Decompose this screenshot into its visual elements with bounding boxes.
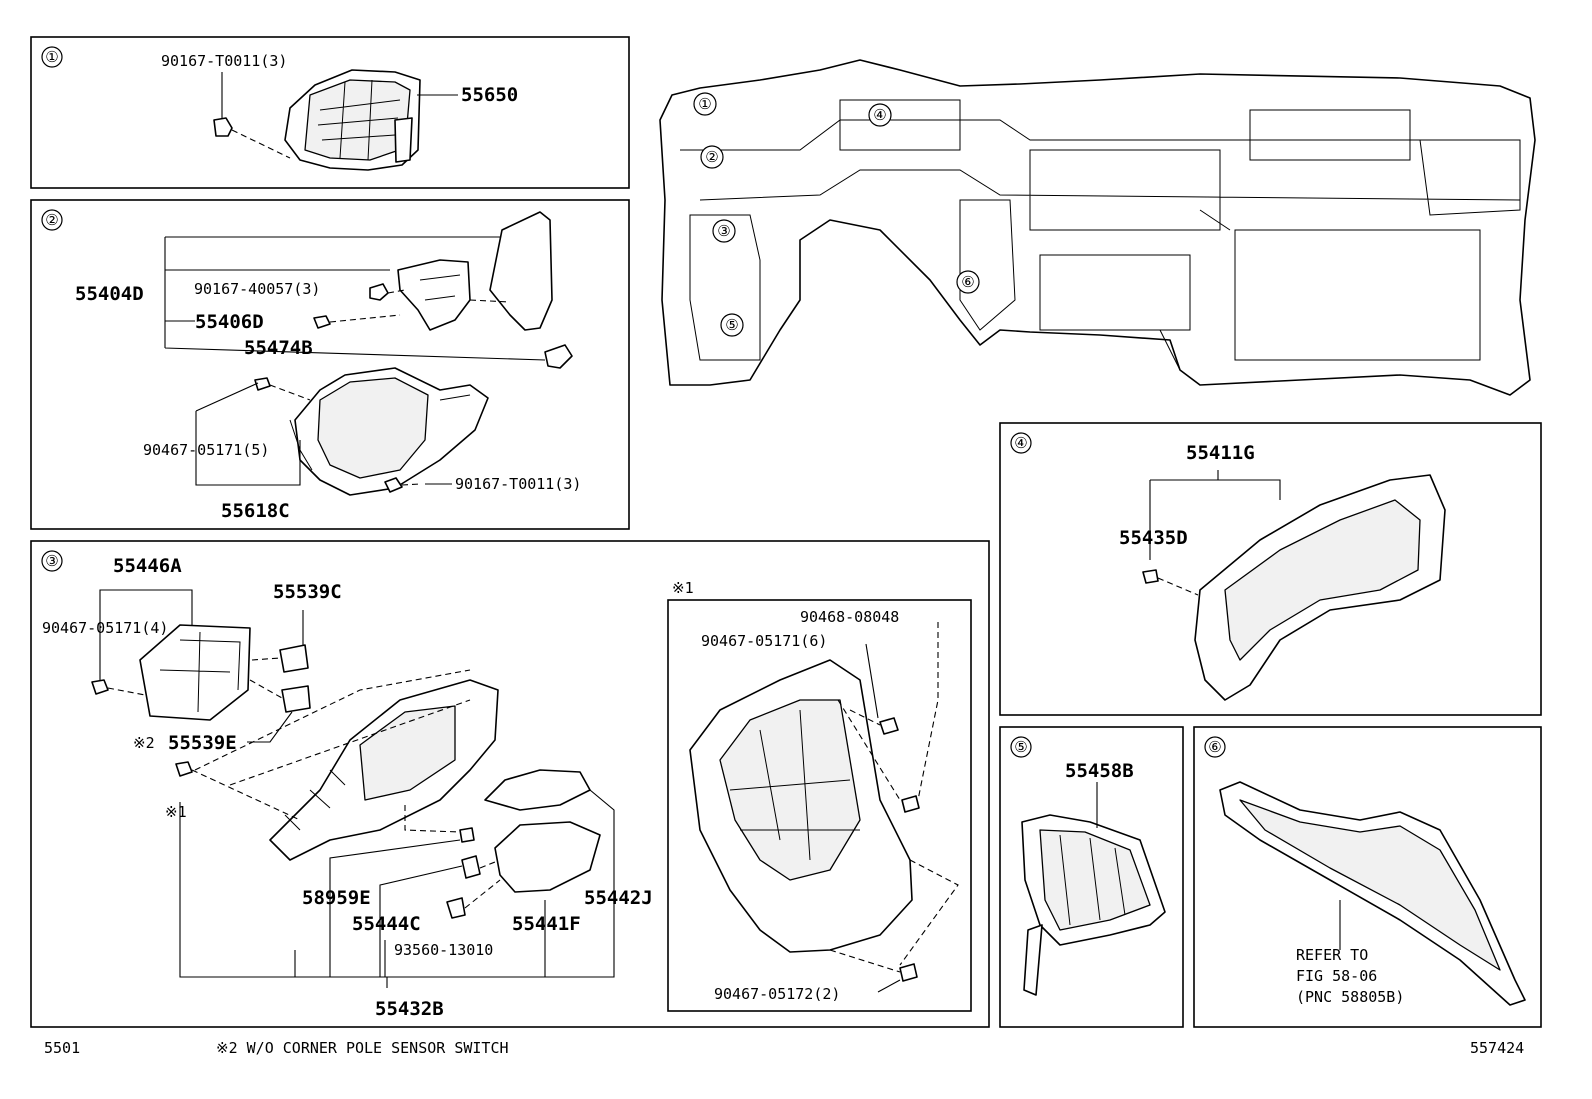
section-2-panel: ② 55404D 90167-40057(3) 55406D 55474B 90… bbox=[30, 199, 630, 530]
section-1-number: ① bbox=[45, 48, 58, 66]
svg-text:③: ③ bbox=[717, 222, 730, 240]
section-circle-icon bbox=[41, 46, 63, 68]
section-6-number: ⑥ bbox=[1208, 738, 1221, 756]
svg-text:④: ④ bbox=[873, 106, 886, 124]
section-6-panel: ⑥ REFER TO FIG 58-06 (PNC 58805B) bbox=[1193, 726, 1542, 1028]
section-circle-icon bbox=[1204, 736, 1226, 758]
footer-note: ※2 W/O CORNER POLE SENSOR SWITCH bbox=[216, 1039, 509, 1057]
part-label: 55432B bbox=[375, 998, 444, 1020]
trim-pieces-drawing bbox=[313, 211, 573, 369]
part-label: 90468-08048 bbox=[800, 608, 899, 626]
inset-panel-drawing bbox=[689, 659, 920, 982]
meter-hood-drawing bbox=[1142, 474, 1446, 701]
svg-text:⑥: ⑥ bbox=[961, 273, 974, 291]
instrument-panel-reinforcement-drawing bbox=[659, 59, 1536, 396]
part-label: 58959E bbox=[302, 887, 371, 909]
footer-left-code: 5501 bbox=[44, 1039, 80, 1057]
reference-mark: ※1 bbox=[165, 803, 187, 821]
part-label: 55404D bbox=[75, 283, 144, 305]
section-circle-icon bbox=[41, 550, 63, 572]
part-label: 90167-40057(3) bbox=[194, 280, 320, 298]
part-label: 55435D bbox=[1119, 527, 1188, 549]
section-2-number: ② bbox=[45, 211, 58, 229]
footer-right-code: 557424 bbox=[1470, 1039, 1524, 1057]
refer-text: FIG 58-06 bbox=[1296, 967, 1377, 985]
section-circle-icon bbox=[41, 209, 63, 231]
part-label: 55458B bbox=[1065, 760, 1134, 782]
under-cover-drawing bbox=[1021, 814, 1166, 996]
section-circle-icon bbox=[1010, 736, 1032, 758]
refer-text: (PNC 58805B) bbox=[1296, 988, 1404, 1006]
part-label: 90167-T0011(3) bbox=[455, 475, 581, 493]
part-label: 55444C bbox=[352, 913, 421, 935]
part-label: 55406D bbox=[195, 311, 264, 333]
side-panel-drawing bbox=[1219, 781, 1526, 1006]
refer-text: REFER TO bbox=[1296, 946, 1368, 964]
bracket-part-drawing bbox=[91, 624, 311, 721]
section-circle-icon bbox=[1010, 432, 1032, 454]
part-label: 55618C bbox=[221, 500, 290, 522]
part-label: 55442J bbox=[584, 887, 653, 909]
section-3-number: ③ bbox=[45, 552, 58, 570]
svg-text:①: ① bbox=[698, 95, 711, 113]
section-4-number: ④ bbox=[1014, 434, 1027, 452]
part-label: 90467-05171(5) bbox=[143, 441, 269, 459]
section-1-panel: ① 90167-T0011(3) 55650 bbox=[30, 36, 630, 189]
switch-part-drawing bbox=[284, 69, 421, 171]
section-5-panel: ⑤ 55458B bbox=[999, 726, 1184, 1028]
part-label: 90167-T0011(3) bbox=[161, 52, 287, 70]
inset-reference-mark: ※1 bbox=[672, 579, 694, 597]
part-label: 55539C bbox=[273, 581, 342, 603]
part-label: 90467-05172(2) bbox=[714, 985, 840, 1003]
part-label: 90467-05171(6) bbox=[701, 632, 827, 650]
part-label: 55539E bbox=[168, 732, 237, 754]
lower-panel-drawing bbox=[254, 367, 489, 496]
frame-markers: ① ② ④ ③ ⑥ ⑤ bbox=[693, 92, 980, 337]
part-label: 55411G bbox=[1186, 442, 1255, 464]
part-label: 55474B bbox=[244, 337, 313, 359]
damper-parts-drawing bbox=[446, 769, 601, 919]
section-5-number: ⑤ bbox=[1014, 738, 1027, 756]
part-label: 90467-05171(4) bbox=[42, 619, 168, 637]
glove-box-drawing bbox=[175, 679, 499, 861]
inset-box bbox=[667, 599, 972, 1012]
note-mark: ※2 bbox=[133, 734, 155, 752]
part-label: 55446A bbox=[113, 555, 182, 577]
section-4-panel: ④ 55411G 55435D bbox=[999, 422, 1542, 716]
section-3-panel: ③ 55446A bbox=[30, 540, 990, 1028]
part-label: 93560-13010 bbox=[394, 941, 493, 959]
svg-text:⑤: ⑤ bbox=[725, 316, 738, 334]
part-label: 55441F bbox=[512, 913, 581, 935]
part-label: 55650 bbox=[461, 84, 518, 106]
svg-text:②: ② bbox=[705, 148, 718, 166]
clip-part-drawing bbox=[213, 72, 233, 137]
